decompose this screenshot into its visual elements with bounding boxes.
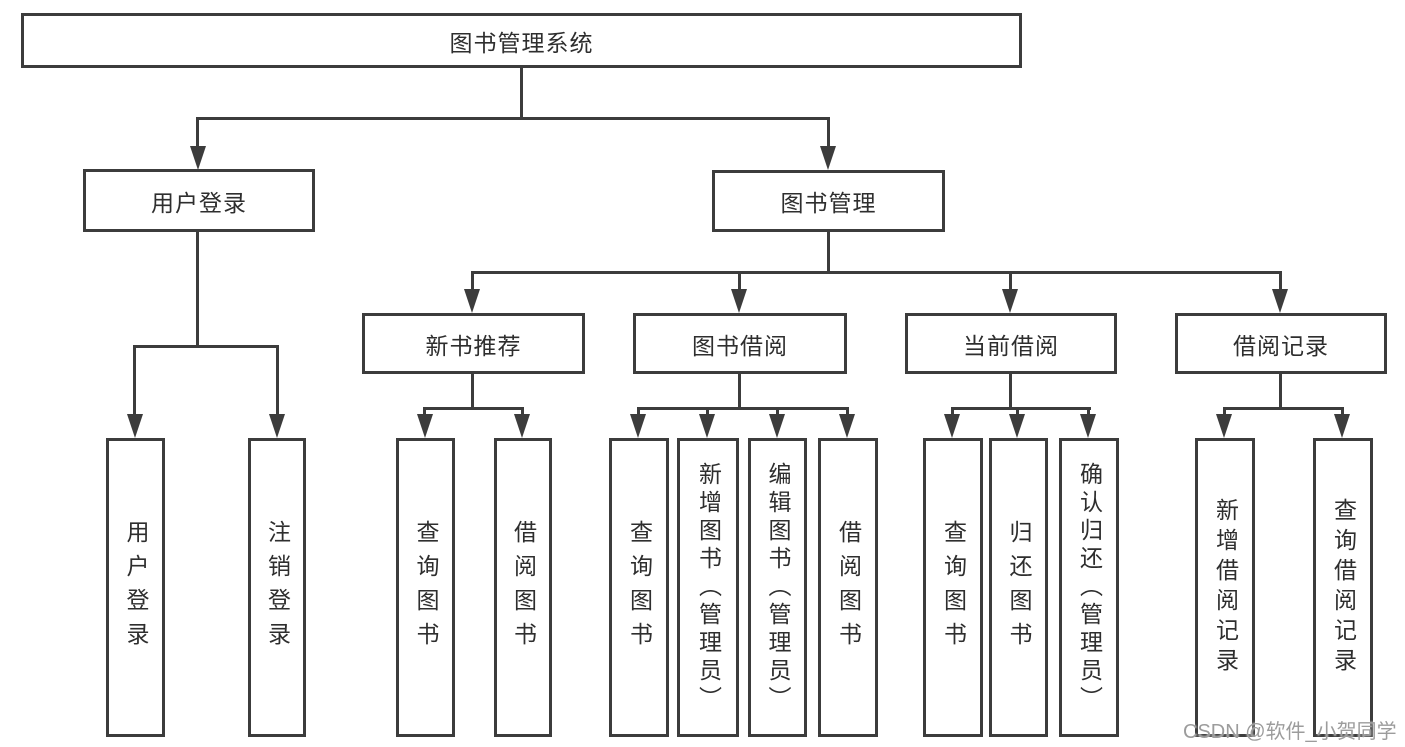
- connector-line: [951, 407, 1091, 410]
- connector-line: [276, 345, 279, 417]
- arrowhead-icon: [417, 414, 433, 438]
- arrowhead-icon: [699, 414, 715, 438]
- node-book-borrowing: 图书借阅: [633, 313, 847, 374]
- arrowhead-icon: [769, 414, 785, 438]
- node-new-book-recommendation: 新书推荐: [362, 313, 585, 374]
- connector-line: [846, 407, 849, 417]
- node-edit-books-admin: 编辑图书（管理员）: [748, 438, 807, 737]
- arrowhead-icon: [1334, 414, 1350, 438]
- node-return-books: 归还图书: [989, 438, 1048, 737]
- connector-line: [471, 271, 474, 291]
- node-book-management: 图书管理: [712, 170, 945, 232]
- connector-line: [827, 117, 830, 148]
- node-user-login: 用户登录: [83, 169, 315, 232]
- arrowhead-icon: [127, 414, 143, 438]
- node-user-login-leaf: 用户登录: [106, 438, 165, 737]
- node-query-books-recommend: 查询图书: [396, 438, 455, 737]
- connector-line: [1279, 374, 1282, 409]
- node-query-books-current: 查询图书: [923, 438, 983, 737]
- arrowhead-icon: [269, 414, 285, 438]
- node-borrow-books-borrow: 借阅图书: [818, 438, 878, 737]
- connector-line: [423, 407, 524, 410]
- arrowhead-icon: [820, 146, 836, 170]
- arrowhead-icon: [1216, 414, 1232, 438]
- connector-line: [706, 407, 709, 417]
- connector-line: [1279, 271, 1282, 291]
- connector-line: [133, 345, 279, 348]
- arrowhead-icon: [1009, 414, 1025, 438]
- arrowhead-icon: [731, 289, 747, 313]
- connector-line: [637, 407, 849, 410]
- node-query-books-borrow: 查询图书: [609, 438, 669, 737]
- connector-line: [1009, 374, 1012, 409]
- connector-line: [520, 68, 523, 120]
- csdn-watermark: CSDN @软件_小贺同学: [1183, 721, 1397, 743]
- connector-line: [1016, 407, 1019, 417]
- node-library-management-system: 图书管理系统: [21, 13, 1022, 68]
- arrowhead-icon: [464, 289, 480, 313]
- connector-line: [133, 345, 136, 417]
- arrowhead-icon: [1080, 414, 1096, 438]
- connector-line: [738, 271, 741, 291]
- arrowhead-icon: [630, 414, 646, 438]
- connector-line: [776, 407, 779, 417]
- arrowhead-icon: [514, 414, 530, 438]
- arrowhead-icon: [839, 414, 855, 438]
- connector-line: [1341, 407, 1344, 417]
- connector-line: [738, 374, 741, 409]
- node-add-borrow-record: 新增借阅记录: [1195, 438, 1255, 737]
- node-confirm-return-admin: 确认归还（管理员）: [1059, 438, 1119, 737]
- arrowhead-icon: [944, 414, 960, 438]
- connector-line: [471, 271, 1282, 274]
- connector-line: [423, 407, 426, 417]
- connector-line: [521, 407, 524, 417]
- connector-line: [1223, 407, 1226, 417]
- node-query-borrow-record: 查询借阅记录: [1313, 438, 1373, 737]
- connector-line: [471, 374, 474, 409]
- connector-line: [196, 117, 199, 148]
- arrowhead-icon: [190, 146, 206, 170]
- node-borrowing-records: 借阅记录: [1175, 313, 1387, 374]
- connector-line: [1223, 407, 1344, 410]
- connector-line: [1009, 271, 1012, 291]
- arrowhead-icon: [1002, 289, 1018, 313]
- connector-line: [637, 407, 640, 417]
- node-logout-leaf: 注销登录: [248, 438, 306, 737]
- connector-line: [196, 232, 199, 348]
- connector-line: [1087, 407, 1090, 417]
- node-add-books-admin: 新增图书（管理员）: [677, 438, 739, 737]
- arrowhead-icon: [1272, 289, 1288, 313]
- node-borrow-books-recommend: 借阅图书: [494, 438, 552, 737]
- connector-line: [196, 117, 830, 120]
- connector-line: [951, 407, 954, 417]
- node-current-borrowing: 当前借阅: [905, 313, 1117, 374]
- connector-line: [827, 232, 830, 274]
